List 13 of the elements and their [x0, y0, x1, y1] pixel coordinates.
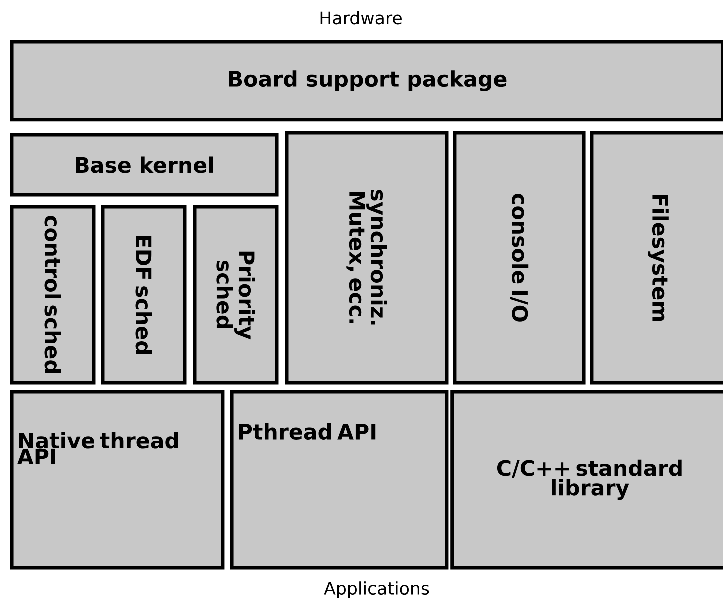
component-box: EDF sched: [101, 205, 187, 385]
component-box: synchroniz. Mutex, ecc.: [285, 131, 449, 385]
component-box: console I/O: [453, 131, 586, 385]
component-box: control sched: [10, 205, 96, 385]
component-box: Base kernel: [10, 133, 279, 197]
layer-label: Hardware: [320, 11, 402, 25]
component-box: Filesystem: [590, 131, 723, 385]
component-box: C/C++ standard library: [450, 390, 723, 570]
component-box: Priority sched: [193, 205, 279, 385]
component-box: Native thread API: [10, 390, 225, 570]
component-box: Board support package: [10, 40, 723, 122]
component-box: Pthread API: [230, 390, 449, 570]
layer-label: Applications: [324, 582, 430, 598]
